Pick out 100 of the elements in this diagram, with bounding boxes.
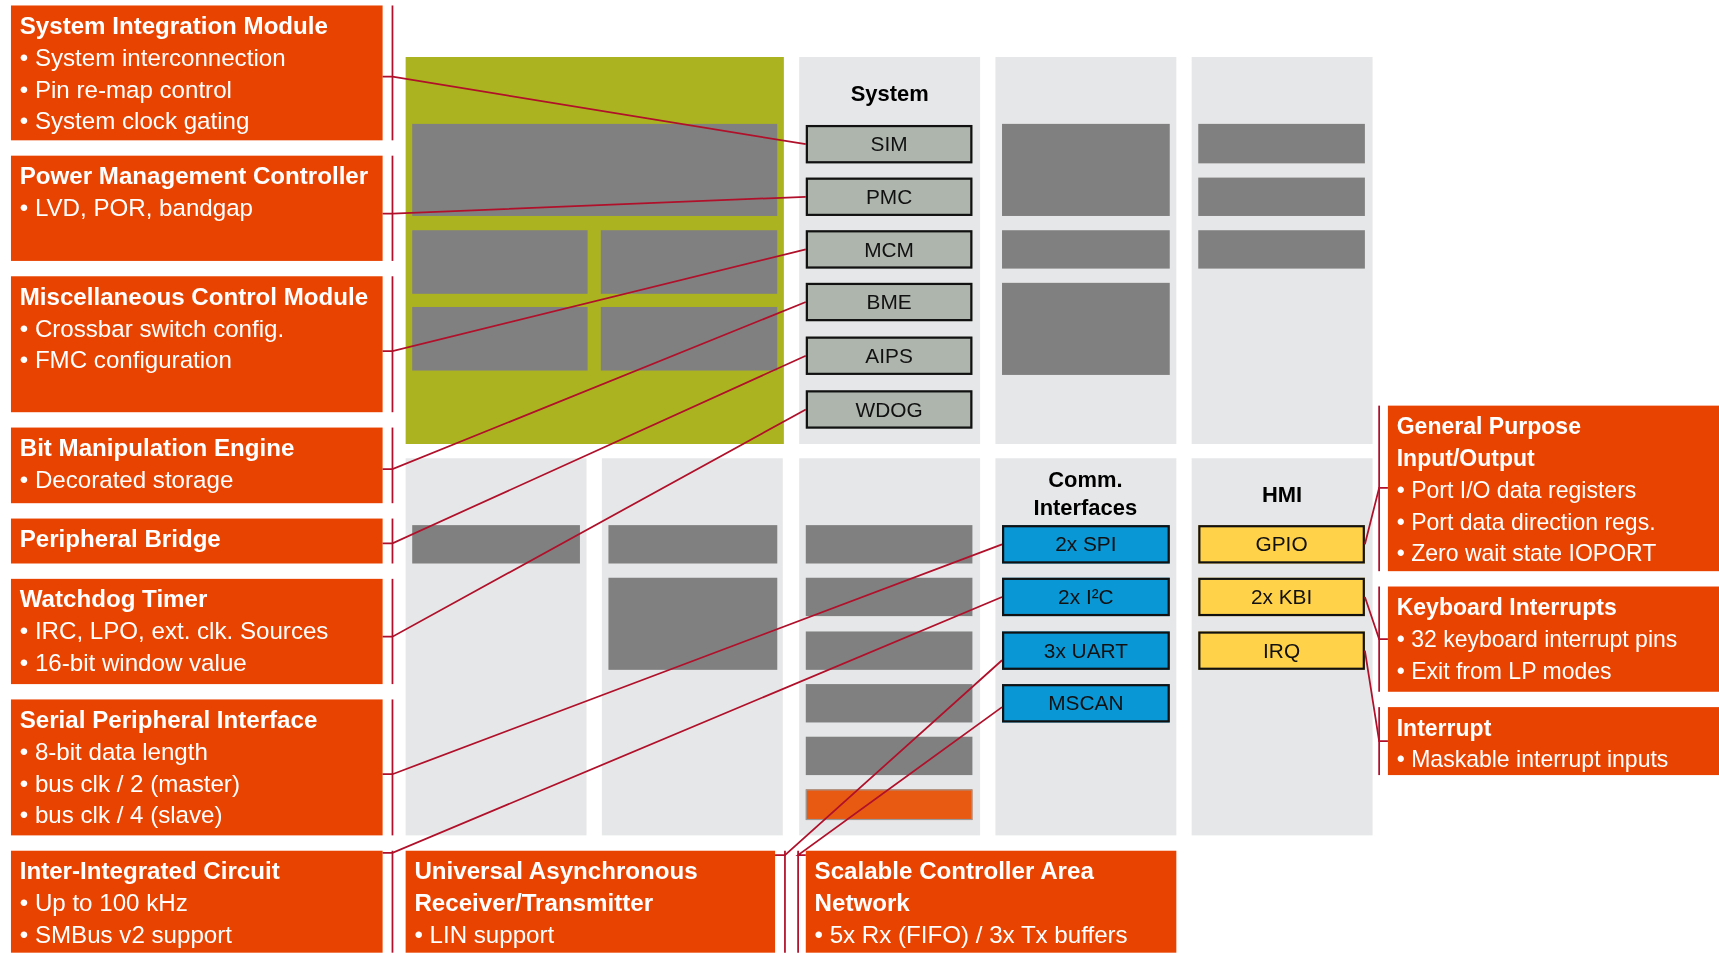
module-block — [1198, 177, 1365, 216]
bullet-item: • bus clk / 2 (master) — [19, 768, 241, 799]
callout-box — [805, 850, 1177, 953]
module-label: 3x UART — [1043, 638, 1128, 663]
module-label: MCM — [864, 237, 914, 262]
callout-box — [10, 155, 383, 261]
module-label: WDOG — [855, 397, 923, 422]
module-block — [805, 390, 973, 429]
module-label: BME — [866, 289, 912, 315]
module-block — [1002, 684, 1170, 723]
bullet-item: • Crossbar switch config. — [19, 313, 286, 345]
leader-line — [381, 543, 1003, 776]
module-block — [412, 230, 588, 294]
callout-heading: Inter-Integrated Circuit — [19, 856, 281, 887]
callout-heading: Power Management Controller — [19, 161, 370, 192]
callout-heading: Miscellaneous Control Module — [19, 281, 370, 313]
callout-box — [10, 850, 383, 953]
bullet-item: • FMC configuration — [19, 345, 233, 376]
leader-line — [381, 248, 807, 352]
module-block — [412, 306, 588, 371]
module-block — [805, 125, 973, 164]
module-panel — [1191, 57, 1373, 444]
bullet-item: • Up to 100 kHz — [19, 888, 189, 919]
bullet-item: • SMBus v2 support — [19, 919, 233, 951]
module-block — [608, 577, 778, 670]
module-label: MSCAN — [1048, 691, 1124, 716]
callout-heading: Keyboard Interrupts — [1396, 593, 1618, 622]
module-label: SIM — [870, 132, 908, 157]
panel-title: Comm. Interfaces — [1032, 466, 1139, 522]
module-block — [805, 736, 973, 776]
callout-box — [10, 5, 383, 141]
module-block — [805, 525, 973, 564]
callout-box — [1387, 586, 1719, 692]
module-label: GPIO — [1255, 532, 1308, 557]
bullet-item: • Exit from LP modes — [1396, 656, 1613, 685]
module-bar — [805, 789, 973, 821]
callout-heading: Bit Manipulation Engine — [19, 433, 296, 464]
bullet-item: • Port data direction regs. — [1396, 507, 1657, 537]
leader-line — [381, 596, 1003, 854]
module-block — [608, 525, 778, 564]
leader-line — [381, 195, 807, 215]
module-panel — [995, 458, 1177, 836]
bullet-item: • System clock gating — [19, 106, 251, 137]
callout-heading: Universal Asynchronous Receiver/Transmitter — [414, 856, 699, 919]
module-block — [805, 631, 973, 670]
leader-line — [1364, 649, 1389, 742]
callout-heading: Serial Peripheral Interface — [19, 705, 319, 736]
callout-box — [10, 699, 383, 836]
bullet-item: • System interconnection — [19, 42, 287, 74]
leader-line — [381, 354, 807, 545]
callout-heading: Interrupt — [1396, 713, 1493, 743]
leader-line — [1364, 486, 1389, 546]
module-panel — [799, 458, 981, 836]
callout-heading: Scalable Controller Area Network — [814, 856, 1095, 919]
bullet-item: • Port I/O data registers — [1396, 475, 1638, 505]
callout-box — [10, 276, 383, 413]
panel-title: System — [849, 80, 930, 108]
bullet-item: • 16-bit window value — [19, 648, 248, 679]
callout-box — [1387, 707, 1719, 776]
module-block — [1198, 525, 1365, 564]
module-block — [1198, 123, 1365, 164]
module-block — [1198, 577, 1365, 617]
leader-line — [381, 301, 807, 471]
module-label: 2x KBI — [1250, 584, 1313, 609]
module-label: PMC — [865, 184, 913, 209]
bullet-item: • 5x Rx (FIFO) / 3x Tx buffers — [814, 919, 1129, 951]
module-label: AIPS — [865, 343, 913, 368]
bullet-item: • Decorated storage — [19, 464, 235, 496]
callout-box — [1387, 405, 1719, 572]
module-block — [1002, 631, 1170, 670]
module-block — [1002, 282, 1170, 375]
leader-line — [795, 706, 1003, 856]
module-block — [1002, 577, 1170, 617]
leader-line — [381, 75, 807, 146]
bullet-item: • LIN support — [414, 919, 556, 951]
module-panel — [405, 57, 784, 444]
bullet-item: • 8-bit data length — [19, 736, 209, 768]
module-panel — [995, 57, 1177, 444]
module-block — [1002, 230, 1170, 269]
module-block — [600, 230, 778, 294]
callout-box — [10, 518, 383, 564]
module-block — [805, 684, 973, 723]
bullet-item: • bus clk / 4 (slave) — [19, 800, 224, 831]
module-block — [600, 306, 778, 371]
callout-heading: Watchdog Timer — [19, 584, 209, 615]
module-block — [805, 577, 973, 617]
leader-line — [381, 408, 807, 638]
callout-box — [405, 850, 776, 953]
callout-box — [10, 427, 383, 504]
module-block — [805, 230, 973, 269]
module-block — [1002, 525, 1170, 564]
module-panel — [1191, 458, 1373, 836]
bullet-item: • LVD, POR, bandgap — [19, 193, 254, 224]
callout-heading: General Purpose Input/Output — [1396, 412, 1582, 473]
bullet-item: • Maskable interrupt inputs — [1396, 745, 1670, 774]
callout-box — [10, 578, 383, 685]
module-panel — [405, 458, 587, 836]
module-block — [805, 336, 973, 375]
leader-line — [774, 659, 1003, 856]
module-block — [412, 525, 580, 564]
